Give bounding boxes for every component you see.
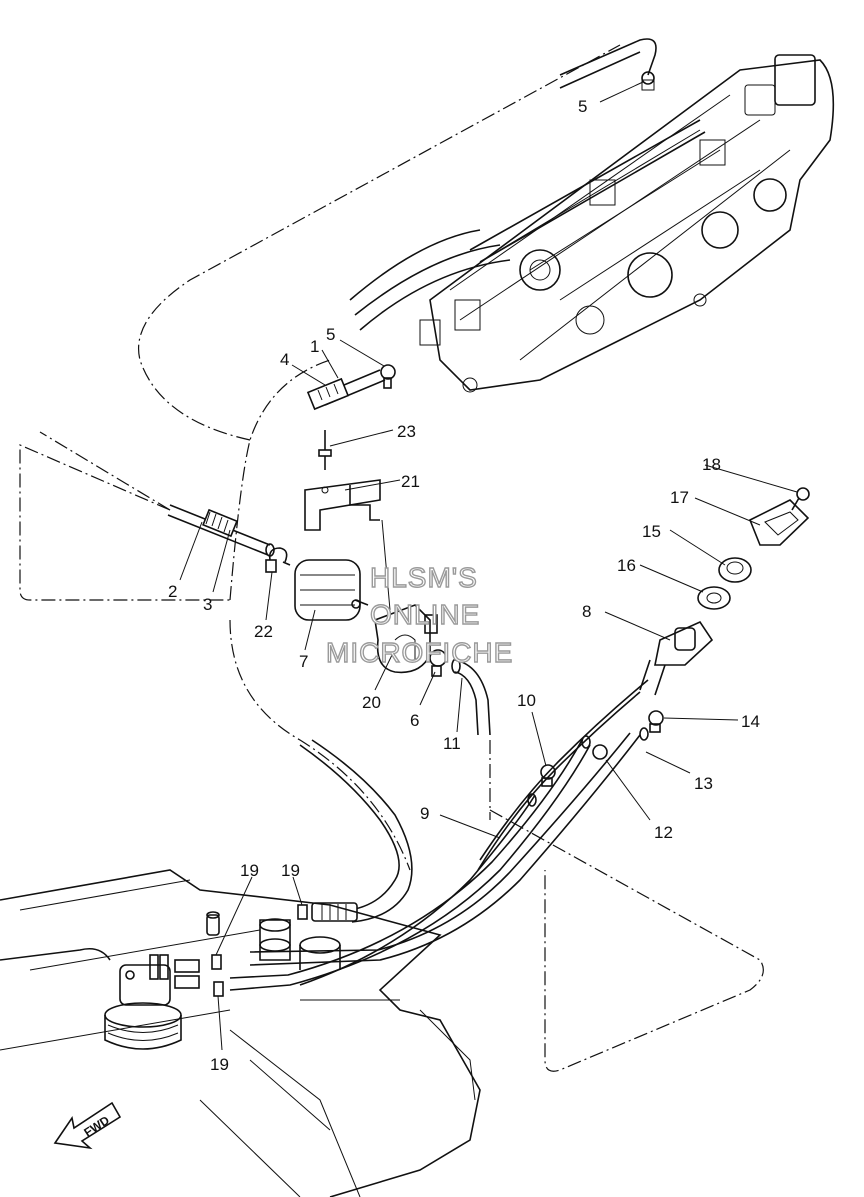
callout-16: 16 xyxy=(617,556,636,575)
screw-18 xyxy=(791,487,810,511)
fuel-tank xyxy=(0,869,481,1197)
bracket-21 xyxy=(304,479,381,531)
hose-clip-6 xyxy=(429,649,447,677)
callout-17: 17 xyxy=(670,488,689,507)
hose-clip-12 xyxy=(592,744,608,760)
fuel-hose-1 xyxy=(306,369,386,411)
knob-17 xyxy=(748,499,810,546)
callout-15: 15 xyxy=(642,522,661,541)
callout-2: 2 xyxy=(168,582,177,601)
hose-clip-10 xyxy=(540,764,556,787)
fuel-cock-8 xyxy=(639,620,714,696)
fwd-arrow-icon: FWD xyxy=(53,1101,122,1150)
callout-18: 18 xyxy=(702,455,721,474)
watermark-line-3: MICROFICHE xyxy=(326,637,513,668)
callout-12: 12 xyxy=(654,823,673,842)
callout-19-lower: 19 xyxy=(210,1055,229,1074)
callout-9: 9 xyxy=(420,804,429,823)
callout-10: 10 xyxy=(517,691,536,710)
callout-22: 22 xyxy=(254,622,273,641)
watermark-line-2: ONLINE xyxy=(370,599,480,630)
callout-13: 13 xyxy=(694,774,713,793)
carburetor-assembly xyxy=(349,54,835,393)
callout-14: 14 xyxy=(741,712,760,731)
callout-19-upper-left: 19 xyxy=(240,861,259,880)
leader-lines xyxy=(179,81,798,1051)
callout-7: 7 xyxy=(299,652,308,671)
hose-clip-5-lower xyxy=(380,364,396,389)
callout-1: 1 xyxy=(310,337,319,356)
callout-5-mid: 5 xyxy=(326,325,335,344)
fuel-hose-11 xyxy=(451,658,491,736)
callout-3: 3 xyxy=(203,595,212,614)
hose-clip-19-b xyxy=(297,904,308,920)
callout-23: 23 xyxy=(397,422,416,441)
hose-clip-5-upper xyxy=(559,38,657,91)
fuel-hoses-9-12-13 xyxy=(229,679,649,991)
washer-16 xyxy=(697,586,731,610)
watermark-line-1: HLSM'S xyxy=(370,562,478,593)
callout-19-upper-right: 19 xyxy=(281,861,300,880)
fwd-label: FWD xyxy=(81,1113,112,1140)
callout-8: 8 xyxy=(582,602,591,621)
callout-20: 20 xyxy=(362,693,381,712)
callout-11: 11 xyxy=(443,734,461,753)
hose-clip-19-c xyxy=(213,981,224,997)
supply-hose xyxy=(299,739,413,923)
callout-4: 4 xyxy=(280,350,289,369)
callout-5-top: 5 xyxy=(578,97,587,116)
watermark: HLSM'S ONLINE MICROFICHE xyxy=(325,561,513,668)
reference-outlines xyxy=(19,44,764,1072)
callout-21: 21 xyxy=(401,472,420,491)
vent-hose-2-3 xyxy=(167,504,275,557)
fuel-filter-7 xyxy=(282,559,369,621)
hose-clip-19-a xyxy=(211,954,222,970)
hose-clip-14 xyxy=(648,710,664,733)
screw-23 xyxy=(318,430,332,470)
ring-15 xyxy=(718,557,752,583)
hose-clip-22 xyxy=(265,547,288,573)
callout-labels: 1 2 3 4 5 5 6 7 8 9 10 11 12 13 14 15 16… xyxy=(168,97,760,1074)
callout-6: 6 xyxy=(410,711,419,730)
